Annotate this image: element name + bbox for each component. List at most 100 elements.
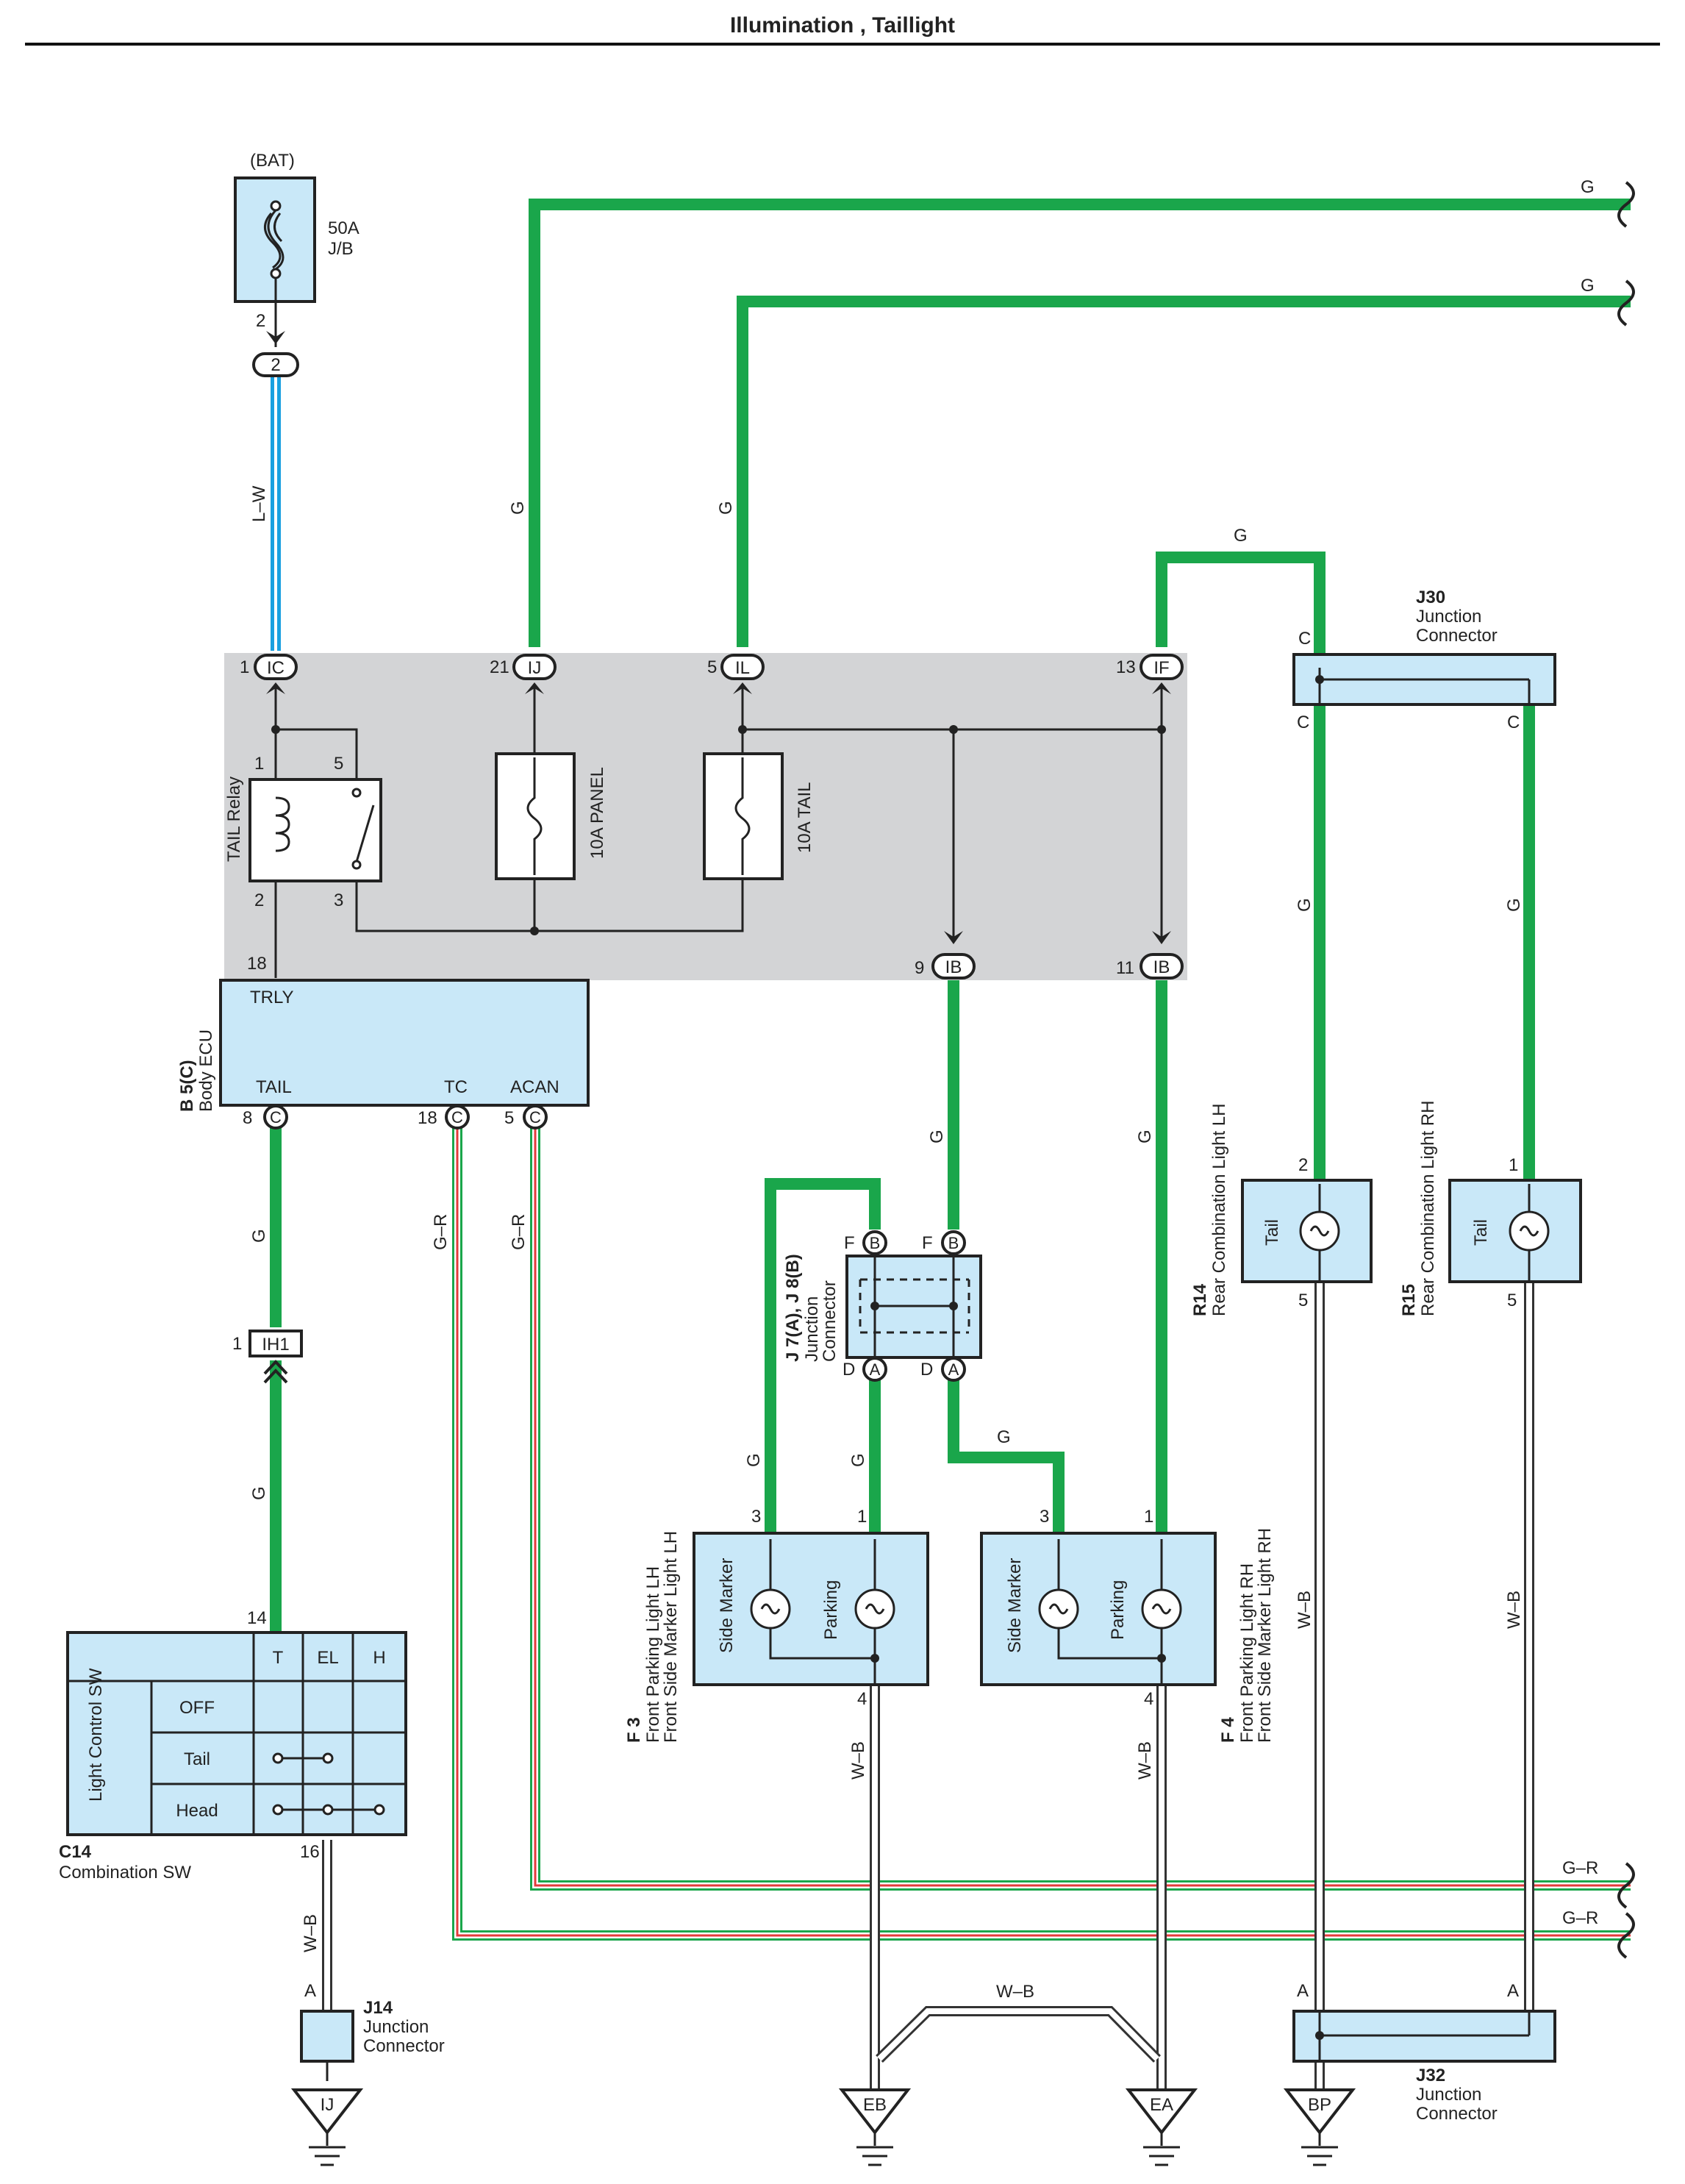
svg-text:B 5(C): B 5(C) (177, 1060, 197, 1112)
svg-text:Junction: Junction (802, 1296, 822, 1362)
svg-text:Front Side Marker Light RH: Front Side Marker Light RH (1255, 1528, 1275, 1743)
svg-text:R14: R14 (1190, 1283, 1210, 1316)
svg-text:A: A (304, 1981, 316, 2001)
svg-text:3: 3 (334, 891, 343, 910)
j32-connector: A A J32 Junction Connector (1292, 1981, 1556, 2124)
svg-text:18: 18 (247, 954, 267, 974)
svg-text:Connector: Connector (1416, 2104, 1498, 2124)
svg-text:50A: 50A (328, 218, 359, 238)
svg-text:Light Control SW: Light Control SW (86, 1668, 106, 1802)
svg-text:13: 13 (1116, 657, 1136, 677)
svg-text:G: G (249, 1229, 269, 1243)
svg-text:21: 21 (490, 657, 509, 677)
wire-g-j30-r15: G (1504, 702, 1535, 1180)
svg-text:C: C (1298, 629, 1311, 649)
svg-text:EA: EA (1150, 2095, 1173, 2115)
ground-ij: IJ (290, 2088, 364, 2166)
f4-front-light-rh: 3 1 Side Marker Parking 4 F 4 Front Park… (980, 1507, 1275, 1743)
wire-wb-c14-j14: W–B (301, 1840, 332, 2011)
svg-text:J32: J32 (1416, 2066, 1445, 2085)
wire-lw: L–W (249, 377, 281, 651)
wire-g-top-1: G G (508, 177, 1635, 647)
j30-connector: J30 Junction Connector C C C (1292, 588, 1556, 732)
svg-text:5: 5 (1298, 1291, 1308, 1310)
svg-text:Tail: Tail (1471, 1219, 1491, 1246)
svg-text:W–B: W–B (1295, 1591, 1314, 1629)
svg-text:G: G (1504, 898, 1524, 912)
svg-text:J/B: J/B (328, 239, 354, 259)
svg-text:4: 4 (1144, 1689, 1153, 1709)
svg-text:G: G (249, 1486, 269, 1500)
svg-text:G: G (508, 501, 528, 515)
svg-text:2: 2 (1298, 1155, 1308, 1175)
svg-text:L–W: L–W (249, 485, 269, 522)
wire-wb-r14: W–B (1295, 1283, 1325, 2096)
wire-g-top-2: G G (716, 276, 1635, 647)
wire-g-tail-ih1: G (249, 1125, 282, 1327)
svg-text:G: G (1581, 276, 1595, 296)
svg-text:(BAT): (BAT) (250, 151, 295, 171)
ground-eb: EB (838, 2088, 912, 2166)
svg-text:16: 16 (300, 1842, 320, 1862)
svg-text:2: 2 (256, 311, 265, 331)
svg-text:W–B: W–B (1135, 1741, 1155, 1780)
svg-text:G: G (848, 1453, 868, 1467)
svg-text:G: G (1135, 1130, 1155, 1143)
svg-text:F: F (922, 1233, 933, 1253)
svg-text:Connector: Connector (820, 1280, 840, 1362)
svg-text:C: C (451, 1108, 463, 1127)
svg-text:Body ECU: Body ECU (196, 1029, 216, 1112)
wire-g-ib9: G (927, 978, 959, 1230)
svg-text:W–B: W–B (996, 1982, 1034, 2002)
svg-text:W–B: W–B (848, 1741, 868, 1780)
svg-text:G–R: G–R (1562, 1908, 1598, 1928)
relay-block: 1 IC 21 IJ 5 IL 13 IF (224, 653, 1187, 980)
svg-text:Tail: Tail (184, 1749, 210, 1769)
svg-text:R15: R15 (1399, 1284, 1419, 1316)
svg-text:Rear Combination Light RH: Rear Combination Light RH (1418, 1101, 1438, 1316)
svg-text:Parking: Parking (1108, 1580, 1128, 1640)
svg-text:5: 5 (707, 657, 717, 677)
svg-text:Junction: Junction (1416, 607, 1481, 627)
svg-text:G–R: G–R (1562, 1858, 1598, 1878)
wire-g-ib11: G (1135, 978, 1167, 1533)
svg-text:5: 5 (334, 754, 343, 774)
svg-text:G: G (927, 1130, 947, 1143)
svg-text:2: 2 (254, 891, 264, 910)
svg-text:1: 1 (240, 657, 249, 677)
svg-text:G: G (744, 1453, 764, 1467)
svg-text:A: A (948, 1360, 959, 1379)
conn-ib-11: 11 IB (1116, 953, 1184, 979)
svg-text:IL: IL (735, 658, 750, 678)
svg-text:B: B (948, 1234, 959, 1252)
svg-text:IB: IB (1153, 957, 1170, 977)
svg-text:OFF: OFF (179, 1698, 215, 1718)
svg-text:T: T (273, 1648, 284, 1668)
svg-text:9: 9 (915, 958, 924, 978)
svg-text:IB: IB (945, 957, 962, 977)
svg-text:A: A (1297, 1981, 1309, 2001)
svg-text:Combination SW: Combination SW (59, 1863, 191, 1883)
svg-text:EB: EB (863, 2095, 887, 2115)
svg-text:10A TAIL: 10A TAIL (795, 782, 815, 853)
svg-text:Connector: Connector (363, 2036, 445, 2056)
wire-gr-acan: G–R G–R (509, 1125, 1635, 1909)
svg-text:Junction: Junction (363, 2017, 429, 2037)
svg-text:TC: TC (444, 1077, 468, 1097)
svg-text:1: 1 (1509, 1155, 1518, 1175)
svg-text:Parking: Parking (821, 1580, 841, 1640)
svg-text:G: G (1234, 526, 1248, 546)
svg-text:G–R: G–R (509, 1214, 529, 1250)
svg-text:Side Marker: Side Marker (717, 1558, 737, 1653)
wire-wb-f3: W–B (848, 1685, 880, 2094)
ih1-connector: 1 IH1 (232, 1330, 303, 1384)
svg-text:IH1: IH1 (262, 1335, 289, 1355)
svg-text:ACAN: ACAN (510, 1077, 559, 1097)
ground-ea: EA (1125, 2088, 1198, 2166)
svg-text:IJ: IJ (321, 2095, 335, 2115)
svg-text:3: 3 (1040, 1507, 1049, 1527)
svg-text:F: F (844, 1233, 855, 1253)
svg-text:C: C (1507, 713, 1520, 732)
svg-text:EL: EL (317, 1648, 338, 1668)
